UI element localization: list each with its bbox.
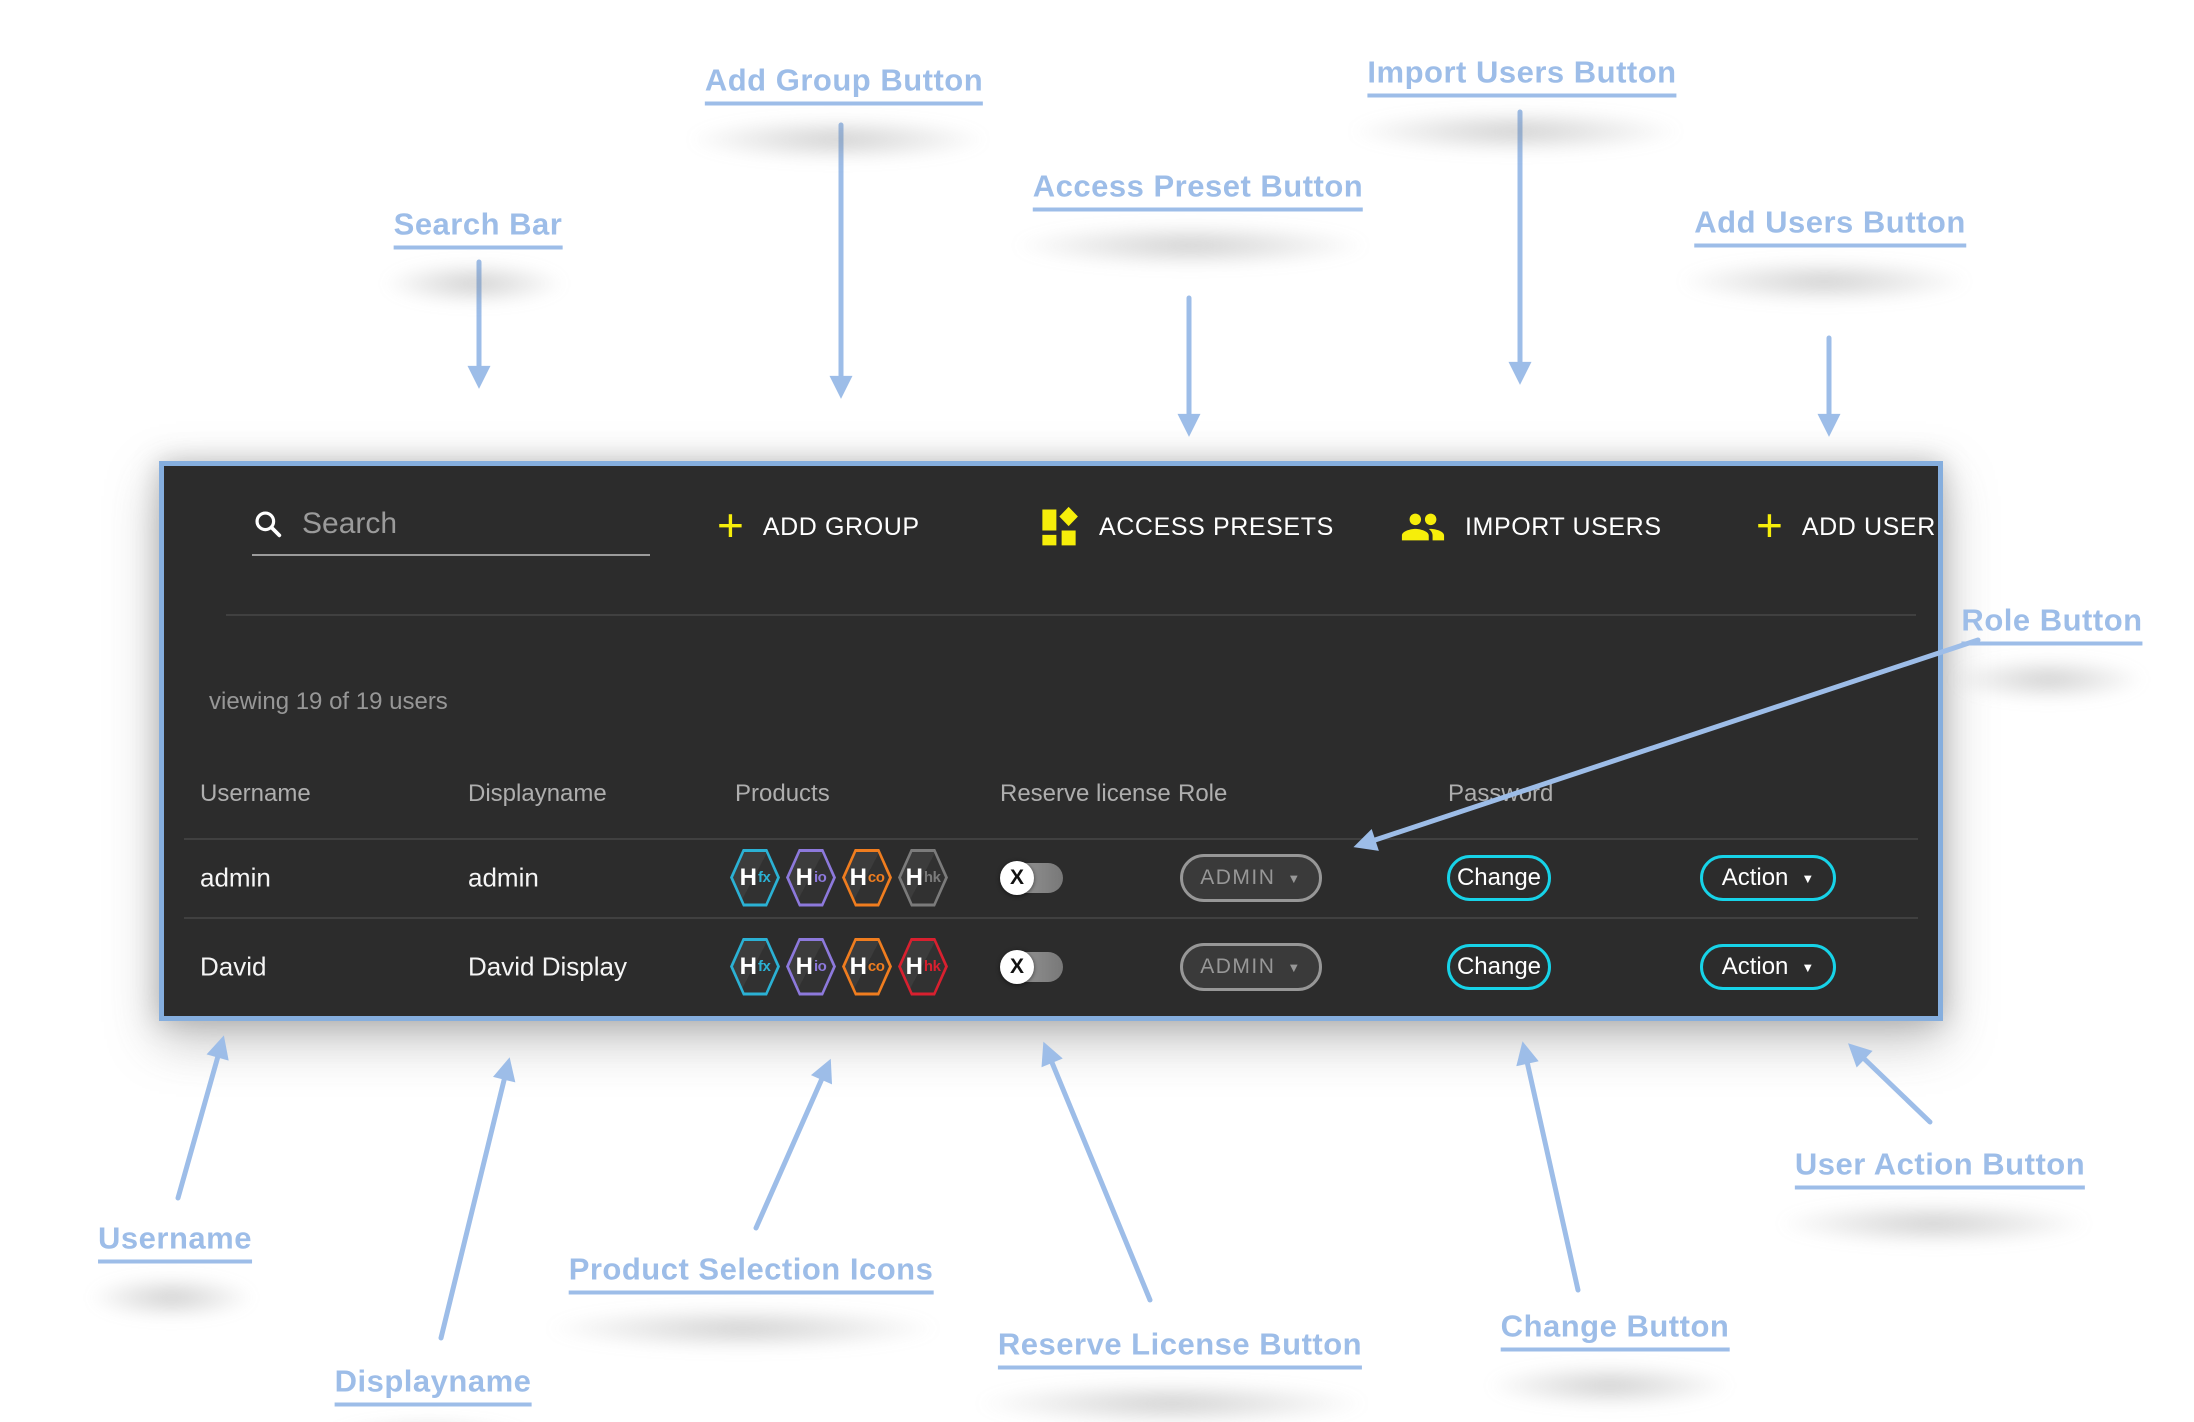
plus-icon: + xyxy=(1756,499,1783,551)
change-password-button[interactable]: Change xyxy=(1447,854,1551,901)
annotation-change: Change Button xyxy=(1500,1309,1730,1352)
annotation-reserve: Reserve License Button xyxy=(997,1327,1363,1370)
add-user-label: ADD USER xyxy=(1801,512,1936,541)
annotation-displayname: Displayname xyxy=(334,1364,532,1407)
annotation-role: Role Button xyxy=(1961,603,2143,646)
reserve-license-toggle[interactable]: X xyxy=(1000,949,1066,984)
import-users-icon xyxy=(1401,513,1445,541)
annotation-access-presets: Access Preset Button xyxy=(1032,169,1364,212)
username-cell: David xyxy=(200,951,267,981)
chevron-down-icon: ▼ xyxy=(1287,871,1302,886)
arrow-username xyxy=(175,1035,229,1201)
annotation-products: Product Selection Icons xyxy=(568,1252,934,1295)
role-dropdown[interactable]: ADMIN▼ xyxy=(1180,853,1322,902)
row-divider xyxy=(184,917,1918,919)
header-username: Username xyxy=(200,780,311,807)
header-divider xyxy=(184,838,1918,840)
search-icon xyxy=(255,511,282,538)
access-presets-label: ACCESS PRESETS xyxy=(1099,512,1334,541)
user-action-button[interactable]: Action▼ xyxy=(1700,854,1836,901)
arrow-change xyxy=(1516,1041,1581,1293)
chevron-down-icon: ▼ xyxy=(1801,960,1815,975)
reserve-license-toggle[interactable]: X xyxy=(1000,860,1066,895)
user-action-button[interactable]: Action▼ xyxy=(1700,943,1836,990)
access-presets-button[interactable]: ACCESS PRESETS xyxy=(1038,496,1334,558)
change-password-button[interactable]: Change xyxy=(1447,943,1551,990)
displayname-cell: admin xyxy=(468,862,539,892)
arrow-displayname xyxy=(438,1057,516,1341)
import-users-button[interactable]: IMPORT USERS xyxy=(1400,496,1662,558)
toggle-knob: X xyxy=(1000,860,1034,895)
add-group-label: ADD GROUP xyxy=(762,512,920,541)
toggle-knob: X xyxy=(1000,949,1034,984)
annotation-add-users: Add Users Button xyxy=(1694,205,1966,248)
toolbar-divider xyxy=(226,614,1916,616)
header-displayname: Displayname xyxy=(468,780,607,807)
add-group-button[interactable]: + ADD GROUP xyxy=(717,496,920,558)
annotation-action: User Action Button xyxy=(1794,1147,2086,1190)
header-products: Products xyxy=(735,780,830,807)
header-password: Password xyxy=(1448,780,1554,807)
username-cell: admin xyxy=(200,862,271,892)
annotation-import-users: Import Users Button xyxy=(1367,55,1677,98)
plus-icon: + xyxy=(717,499,744,551)
role-dropdown[interactable]: ADMIN▼ xyxy=(1180,942,1322,991)
import-users-label: IMPORT USERS xyxy=(1465,512,1662,541)
add-user-button[interactable]: + ADD USER xyxy=(1756,496,1936,558)
arrow-products xyxy=(753,1058,833,1231)
arrow-action xyxy=(1848,1043,1933,1125)
displayname-cell: David Display xyxy=(468,951,627,981)
presets-grid-icon xyxy=(1042,506,1078,546)
header-role: Role xyxy=(1178,780,1228,807)
chevron-down-icon: ▼ xyxy=(1287,960,1302,975)
header-reserve-license: Reserve license xyxy=(1000,780,1171,807)
annotation-search-bar: Search Bar xyxy=(393,207,563,250)
annotation-add-group: Add Group Button xyxy=(704,63,984,106)
chevron-down-icon: ▼ xyxy=(1801,871,1815,886)
user-management-panel: + ADD GROUP ACCESS PRESETS IMPORT USERS … xyxy=(159,461,1943,1021)
arrow-reserve xyxy=(1041,1041,1153,1303)
search-input[interactable] xyxy=(300,506,690,542)
annotation-username: Username xyxy=(98,1221,252,1264)
search-bar[interactable] xyxy=(252,494,690,556)
user-count-status: viewing 19 of 19 users xyxy=(209,688,448,715)
